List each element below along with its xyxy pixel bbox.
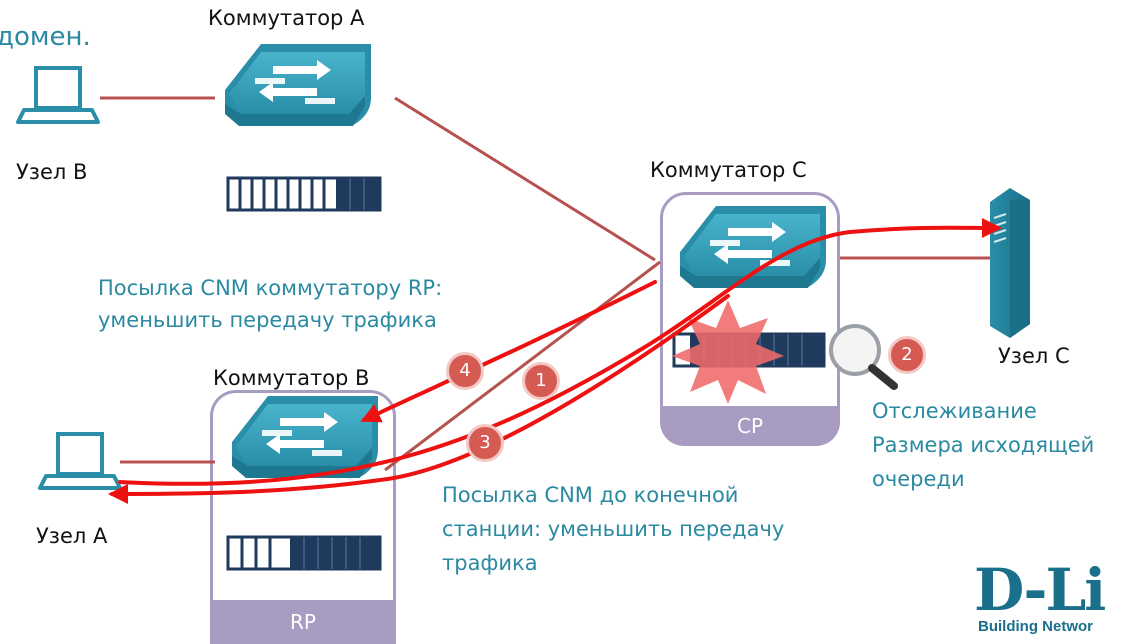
step-badge-3: 3 bbox=[466, 424, 504, 462]
step-badge-4: 4 bbox=[446, 352, 484, 390]
rp-label: RP bbox=[210, 600, 396, 644]
switch-a-label: Коммутатор A bbox=[208, 6, 365, 30]
server-icon bbox=[990, 188, 1030, 338]
laptop-node-b-icon bbox=[16, 66, 100, 124]
annotation-monitoring-line-2: Размера исходящей bbox=[872, 433, 1095, 457]
laptop-node-a-icon bbox=[38, 432, 122, 490]
annotation-cnm-to-end: Посылка CNM до конечной станции: уменьши… bbox=[442, 478, 784, 580]
queue-b bbox=[226, 535, 382, 571]
annotation-cnm-to-end-line-1: Посылка CNM до конечной bbox=[442, 483, 739, 507]
annotation-monitoring-line-1: Отслеживание bbox=[872, 399, 1037, 423]
node-c-label: Узел C bbox=[998, 344, 1070, 368]
switch-a-icon bbox=[225, 44, 371, 126]
cp-label: CP bbox=[660, 406, 840, 446]
node-b-label: Узел B bbox=[16, 160, 88, 184]
annotation-cnm-to-end-line-3: трафика bbox=[442, 551, 538, 575]
cnm-to-end-arrow bbox=[108, 294, 730, 504]
logo-brand: D-Li bbox=[974, 560, 1106, 624]
switch-b-label: Коммутатор B bbox=[213, 366, 370, 390]
link-switcha-switchc bbox=[394, 96, 656, 262]
switch-b-icon bbox=[232, 396, 378, 478]
switch-c-label: Коммутатор C bbox=[650, 158, 807, 182]
logo-tagline: Building Networ bbox=[978, 618, 1093, 635]
dlink-logo: D-Li Building Networ bbox=[968, 560, 1146, 644]
data-flow-arrow bbox=[118, 217, 1002, 486]
annotation-monitoring-line-3: очереди bbox=[872, 467, 965, 491]
header-fragment: домен. bbox=[0, 22, 91, 52]
queue-a bbox=[226, 176, 382, 212]
link-switchb-switchc bbox=[384, 260, 661, 472]
annotation-cnm-to-rp: Посылка CNM коммутатору RP: уменьшить пе… bbox=[98, 272, 442, 336]
annotation-monitoring: Отслеживание Размера исходящей очереди bbox=[872, 394, 1094, 496]
step-badge-2: 2 bbox=[888, 336, 926, 374]
annotation-cnm-to-rp-line-2: уменьшить передачу трафика bbox=[98, 308, 437, 332]
annotation-cnm-to-end-line-2: станции: уменьшить передачу bbox=[442, 517, 785, 541]
annotation-cnm-to-rp-line-1: Посылка CNM коммутатору RP: bbox=[98, 276, 443, 300]
links bbox=[100, 96, 990, 472]
magnifier-icon bbox=[829, 324, 898, 390]
congestion-burst-icon bbox=[672, 300, 784, 404]
step-badge-1: 1 bbox=[522, 362, 560, 400]
cnm-to-rp-arrow bbox=[360, 280, 657, 423]
flow-arrows bbox=[108, 217, 1002, 504]
node-a-label: Узел A bbox=[36, 524, 108, 548]
